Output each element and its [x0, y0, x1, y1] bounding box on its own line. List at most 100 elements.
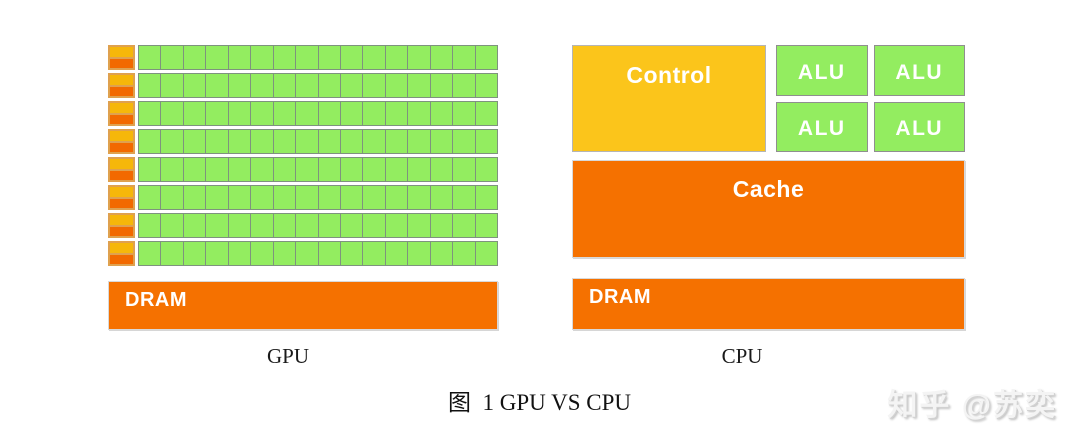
gpu-core-cell: [206, 158, 228, 181]
gpu-control-cell-top: [110, 103, 133, 113]
gpu-core-cell: [139, 186, 161, 209]
gpu-core-cell: [161, 214, 183, 237]
gpu-core-cell: [161, 158, 183, 181]
gpu-core-cell: [251, 214, 273, 237]
gpu-core-cell: [318, 74, 340, 97]
gpu-core-cell: [453, 186, 475, 209]
gpu-core-cell: [296, 242, 318, 265]
gpu-core-cell: [385, 130, 408, 153]
gpu-core-cell: [251, 186, 273, 209]
gpu-core-cell: [183, 214, 206, 237]
gpu-control-cell-bottom: [110, 142, 133, 152]
gpu-row: [108, 157, 498, 182]
gpu-core-cell: [363, 242, 385, 265]
gpu-core-cell: [139, 74, 161, 97]
gpu-core-cell: [340, 186, 363, 209]
gpu-control-cell-bottom: [110, 254, 133, 264]
gpu-control-cache-cell: [108, 101, 135, 126]
gpu-core-row: [138, 129, 498, 154]
gpu-core-cell: [408, 158, 430, 181]
gpu-core-cell: [430, 74, 453, 97]
gpu-core-cell: [228, 102, 251, 125]
gpu-core-cell: [251, 102, 273, 125]
cpu-dram-block: DRAM: [572, 278, 965, 330]
gpu-core-cell: [296, 158, 318, 181]
gpu-core-cell: [206, 102, 228, 125]
gpu-core-cell: [228, 158, 251, 181]
gpu-row: [108, 241, 498, 266]
gpu-core-cell: [318, 102, 340, 125]
gpu-core-cell: [340, 214, 363, 237]
gpu-core-cell: [273, 214, 296, 237]
gpu-core-cell: [363, 186, 385, 209]
gpu-control-cell-bottom: [110, 114, 133, 124]
gpu-core-cell: [139, 214, 161, 237]
gpu-core-row: [138, 45, 498, 70]
gpu-core-cell: [408, 186, 430, 209]
gpu-core-cell: [161, 186, 183, 209]
gpu-core-cell: [139, 158, 161, 181]
gpu-core-cell: [273, 46, 296, 69]
gpu-control-cell-top: [110, 243, 133, 253]
gpu-core-cell: [273, 186, 296, 209]
gpu-core-cell: [385, 242, 408, 265]
gpu-row: [108, 73, 498, 98]
gpu-core-cell: [228, 242, 251, 265]
gpu-control-cell-bottom: [110, 86, 133, 96]
gpu-core-cell: [318, 214, 340, 237]
gpu-core-cell: [385, 74, 408, 97]
gpu-row: [108, 185, 498, 210]
gpu-core-cell: [453, 102, 475, 125]
gpu-core-cell: [340, 74, 363, 97]
gpu-core-cell: [273, 74, 296, 97]
gpu-core-cell: [318, 130, 340, 153]
gpu-control-cell-top: [110, 131, 133, 141]
gpu-core-cell: [318, 242, 340, 265]
gpu-core-cell: [318, 46, 340, 69]
gpu-label: GPU: [266, 344, 309, 368]
gpu-core-cell: [183, 102, 206, 125]
gpu-core-cell: [296, 186, 318, 209]
gpu-core-cell: [183, 74, 206, 97]
gpu-core-cell: [139, 46, 161, 69]
gpu-control-cell-bottom: [110, 226, 133, 236]
gpu-core-cell: [385, 186, 408, 209]
gpu-control-cell-top: [110, 159, 133, 169]
gpu-core-cell: [273, 102, 296, 125]
gpu-core-cell: [228, 214, 251, 237]
gpu-core-cell: [161, 74, 183, 97]
gpu-control-cell-top: [110, 47, 133, 57]
gpu-core-cell: [139, 242, 161, 265]
gpu-core-cell: [273, 158, 296, 181]
gpu-core-cell: [430, 214, 453, 237]
gpu-dram-block: DRAM: [108, 281, 498, 330]
gpu-core-cell: [161, 130, 183, 153]
cpu-control-label: Control: [626, 62, 712, 88]
gpu-core-cell: [228, 130, 251, 153]
gpu-core-cell: [363, 214, 385, 237]
gpu-core-cell: [183, 130, 206, 153]
gpu-core-cell: [340, 242, 363, 265]
gpu-core-cell: [139, 102, 161, 125]
gpu-core-cell: [430, 46, 453, 69]
figure-caption: 图 1 GPU VS CPU: [448, 390, 631, 415]
gpu-core-cell: [251, 158, 273, 181]
gpu-core-cell: [453, 74, 475, 97]
gpu-core-cell: [161, 46, 183, 69]
gpu-core-cell: [475, 186, 497, 209]
gpu-core-cell: [475, 130, 497, 153]
gpu-core-cell: [430, 242, 453, 265]
gpu-core-row: [138, 185, 498, 210]
gpu-core-cell: [296, 130, 318, 153]
gpu-core-cell: [273, 130, 296, 153]
cpu-dram-label: DRAM: [589, 286, 651, 308]
gpu-core-cell: [430, 158, 453, 181]
gpu-core-cell: [453, 46, 475, 69]
cpu-label: CPU: [721, 344, 763, 368]
gpu-core-cell: [340, 46, 363, 69]
gpu-control-cell-top: [110, 215, 133, 225]
gpu-control-cache-cell: [108, 241, 135, 266]
cpu-alu-block: ALU: [873, 101, 965, 152]
gpu-core-cell: [475, 214, 497, 237]
gpu-core-cell: [385, 214, 408, 237]
